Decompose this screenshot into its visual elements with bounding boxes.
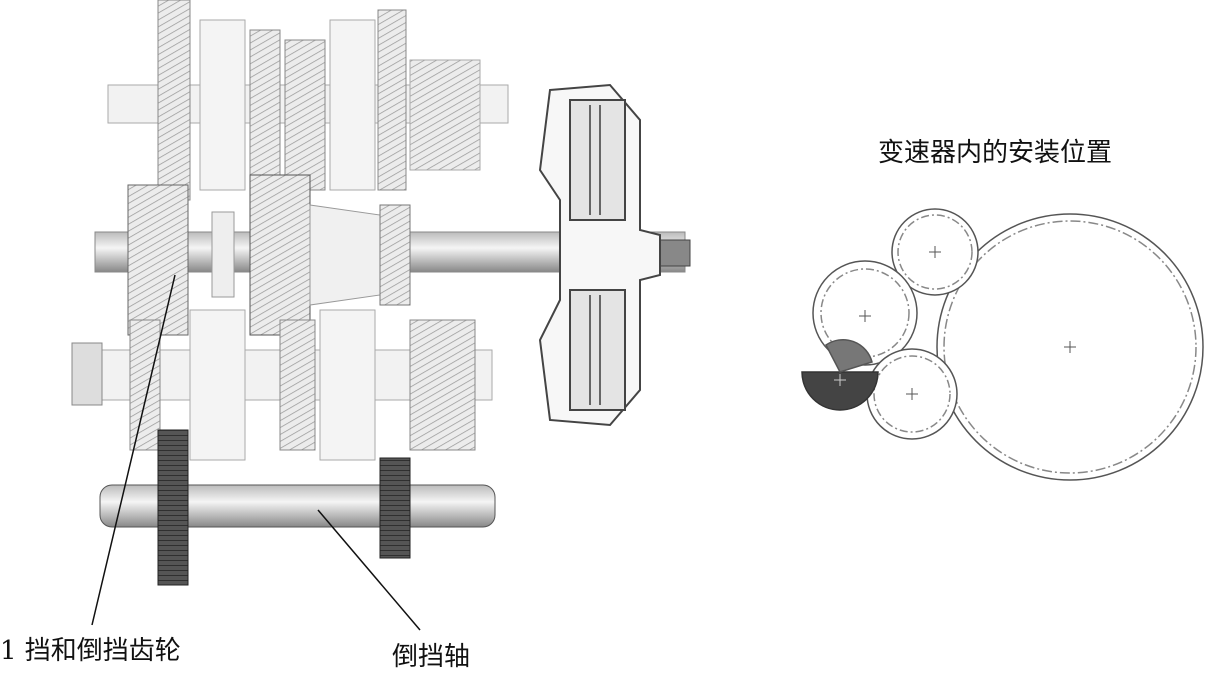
install-position-title: 变速器内的安装位置	[878, 138, 1113, 168]
reverse-shaft	[99, 429, 496, 586]
leader-line-gear	[91, 274, 176, 626]
leader-line-shaft	[317, 509, 421, 631]
upper-output-shaft	[107, 0, 509, 201]
reverse-shaft-label: 倒挡轴	[392, 642, 471, 672]
gear-position-schematic	[801, 208, 1204, 481]
first-reverse-gear-label: 1 挡和倒挡齿轮	[0, 636, 181, 666]
dual-clutch	[538, 83, 661, 427]
input-shaft	[94, 174, 691, 336]
lower-output-shaft	[71, 309, 493, 461]
reverse-gear-highlight	[801, 371, 879, 411]
